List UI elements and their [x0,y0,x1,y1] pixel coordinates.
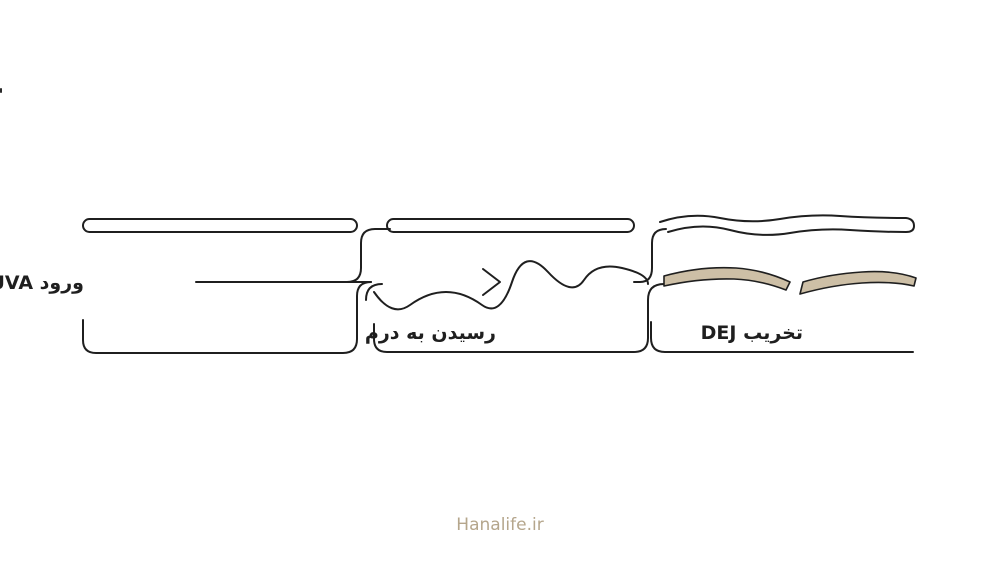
epidermis-surface-bar-2 [386,218,635,233]
dej-fragment-left [663,266,791,291]
step-label-reach-dermis: رسیدن به درم [365,322,496,344]
arrow-head-1 [482,268,501,296]
step-label-dej-damage: تخریب DEJ [701,322,803,344]
dermis-outline-3 [650,321,914,353]
footer-site-name: Hanalife.ir [456,515,544,535]
dej-fragment-right [799,270,917,295]
epidermis-surface-bar-1 [82,218,358,233]
dermis-outline-2 [373,283,665,353]
dermis-outline-1 [82,281,372,354]
connector-upper-1 [195,228,391,283]
connector-upper-2 [633,228,667,283]
uva-wave-path [373,260,649,311]
dermis-top-edge-2 [365,283,383,301]
edge-mark [0,88,2,93]
epidermis-wavy-top [659,214,915,236]
step-label-uva-entry: ورود UVA [0,272,84,294]
